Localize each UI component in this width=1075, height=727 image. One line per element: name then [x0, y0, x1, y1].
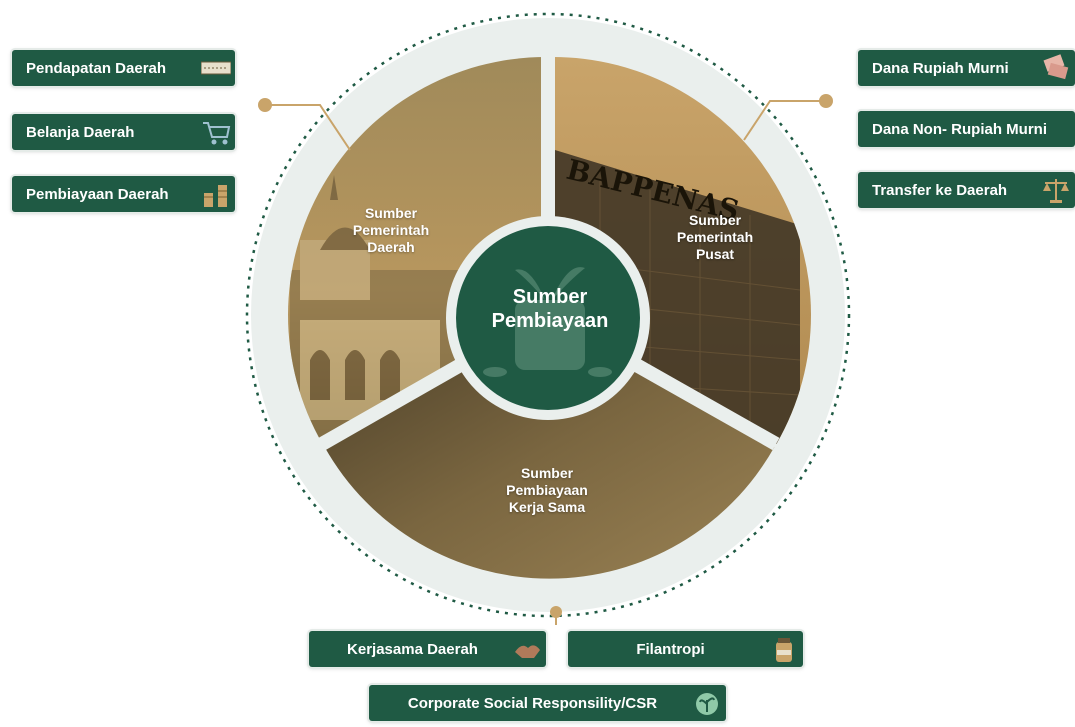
label-pemerintah-pusat: Sumber Pemerintah Pusat [676, 212, 754, 262]
coin-stack-icon [201, 177, 231, 211]
label-pemerintah-daerah: Sumber Pemerintah Daerah [352, 205, 430, 255]
item-transfer-ke-daerah[interactable]: Transfer ke Daerah [858, 172, 1075, 208]
item-label: Dana Non- Rupiah Murni [872, 120, 1047, 138]
item-filantropi[interactable]: Filantropi [568, 631, 803, 667]
item-label: Pembiayaan Daerah [26, 185, 169, 203]
item-pendapatan-daerah[interactable]: Pendapatan Daerah [12, 50, 235, 86]
item-label: Transfer ke Daerah [872, 181, 1008, 199]
item-label: Dana Rupiah Murni [872, 59, 1009, 77]
item-kerjasama-daerah[interactable]: Kerjasama Daerah [309, 631, 546, 667]
dotted-ring [245, 12, 851, 618]
money-jar-icon [483, 267, 612, 377]
item-belanja-daerah[interactable]: Belanja Daerah [12, 114, 235, 150]
shopping-cart-icon [201, 115, 231, 149]
connector-dot-left [258, 98, 272, 112]
green-plant-icon [692, 686, 722, 720]
label-kerja-sama: Sumber Pembiayaan Kerja Sama [506, 465, 588, 515]
item-label: Kerjasama Daerah [347, 640, 478, 658]
mosque-photo [290, 175, 460, 444]
item-pembiayaan-daerah[interactable]: Pembiayaan Daerah [12, 176, 235, 212]
banknotes-icon [1041, 51, 1071, 85]
connector-dot-right [819, 94, 833, 108]
item-label: Corporate Social Responsility/CSR [407, 694, 658, 712]
donation-jar-icon [769, 632, 799, 666]
handshake-icon [512, 632, 542, 666]
item-label: Belanja Daerah [26, 123, 135, 141]
item-label: Pendapatan Daerah [26, 59, 167, 77]
center-label: Sumber Pembiayaan [491, 286, 609, 332]
balance-scale-icon [1041, 173, 1071, 207]
item-label: Filantropi [636, 640, 705, 658]
item-csr[interactable]: Corporate Social Responsility/CSR [369, 685, 726, 721]
item-dana-rupiah-murni[interactable]: Dana Rupiah Murni [858, 50, 1075, 86]
center-circle [456, 226, 640, 410]
connector-dot-bottom [550, 606, 562, 618]
income-sign-icon [201, 51, 231, 85]
item-dana-non-rupiah-murni[interactable]: Dana Non- Rupiah Murni [858, 111, 1075, 147]
